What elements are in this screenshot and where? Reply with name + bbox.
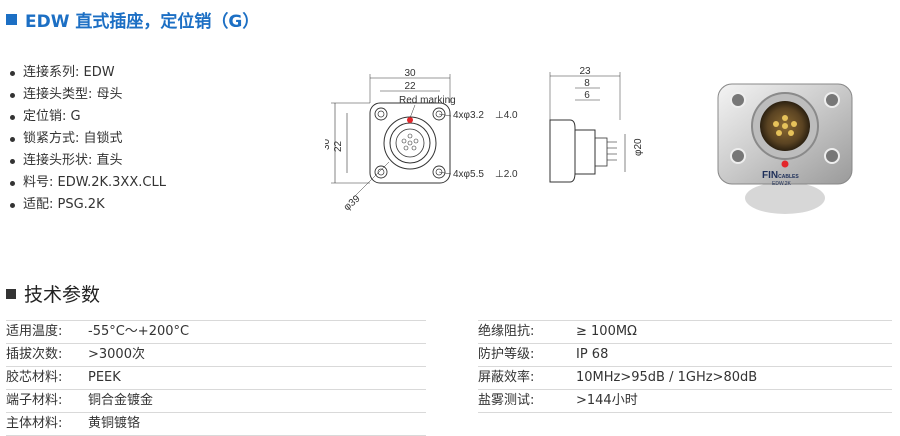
bullet-icon xyxy=(10,114,15,120)
red-marking-label: Red marking xyxy=(399,95,456,106)
connector-body xyxy=(745,182,825,214)
spec-list: 连接系列: EDW 连接头类型: 母头 定位销: G 锁紧方式: 自锁式 连接头… xyxy=(10,62,166,216)
dim-22-side: 22 xyxy=(333,140,344,152)
dim-23: 23 xyxy=(579,66,591,77)
spec-item: 适配: PSG.2K xyxy=(10,194,166,216)
heading-square-icon xyxy=(6,288,16,299)
hole-small-label: 4xφ3.2 xyxy=(453,110,484,121)
spec-item: 连接系列: EDW xyxy=(10,62,166,84)
spec-item: 连接头类型: 母头 xyxy=(10,84,166,106)
title-text: EDW 直式插座，定位销（G） xyxy=(25,11,260,32)
title-square-icon xyxy=(6,13,17,25)
table-row: 屏蔽效率:10MHz>95dB / 1GHz>80dB xyxy=(478,367,892,390)
diameter-label: φ39 xyxy=(342,193,363,213)
spec-item: 连接头形状: 直头 xyxy=(10,150,166,172)
technical-drawing: 30 22 30 22 Red marking xyxy=(325,66,644,213)
dim-8: 8 xyxy=(584,78,590,89)
red-marking-dot xyxy=(407,117,413,123)
spec-item: 锁紧方式: 自锁式 xyxy=(10,128,166,150)
table-row: 胶芯材料:PEEK xyxy=(6,367,426,390)
table-row: 插拔次数:>3000次 xyxy=(6,344,426,367)
hole-big-depth: ⊥2.0 xyxy=(495,169,518,180)
table-row: 端子材料:铜合金镀金 xyxy=(6,390,426,413)
bullet-icon xyxy=(10,180,15,186)
table-row: 适用温度:-55°C～+200°C xyxy=(6,320,426,344)
red-marking-dot xyxy=(781,160,789,168)
hole-big-label: 4xφ5.5 xyxy=(453,169,484,180)
page-title: EDW 直式插座，定位销（G） xyxy=(6,6,259,32)
tech-params-heading: 技术参数 xyxy=(6,280,100,307)
dim-6: 6 xyxy=(584,90,590,101)
bullet-icon xyxy=(10,92,15,98)
product-photo: FINCABLES EDW.2K xyxy=(717,83,853,214)
bullet-icon xyxy=(10,70,15,76)
bullet-icon xyxy=(10,202,15,208)
hole-small-depth: ⊥4.0 xyxy=(495,110,518,121)
dim-d20: φ20 xyxy=(633,138,644,156)
table-row: 防护等级:IP 68 xyxy=(478,344,892,367)
brand-logo: FINCABLES xyxy=(762,170,799,181)
table-row: 绝缘阻抗:≥ 100MΩ xyxy=(478,320,892,344)
params-table-left: 适用温度:-55°C～+200°C 插拔次数:>3000次 胶芯材料:PEEK … xyxy=(6,320,426,436)
dim-22-top: 22 xyxy=(404,81,416,92)
bullet-icon xyxy=(10,136,15,142)
table-row: 盐雾测试:>144小时 xyxy=(478,390,892,413)
table-row: 主体材料:黄铜镀铬 xyxy=(6,413,426,436)
params-table-right: 绝缘阻抗:≥ 100MΩ 防护等级:IP 68 屏蔽效率:10MHz>95dB … xyxy=(478,320,892,413)
spec-item: 定位销: G xyxy=(10,106,166,128)
spec-item: 料号: EDW.2K.3XX.CLL xyxy=(10,172,166,194)
front-view: 30 22 30 22 Red marking xyxy=(325,68,518,213)
side-view: 23 8 6 φ20 xyxy=(549,66,644,183)
dim-30-side: 30 xyxy=(325,138,332,150)
bullet-icon xyxy=(10,158,15,164)
dim-30-top: 30 xyxy=(404,68,416,79)
model-label: EDW.2K xyxy=(772,181,792,187)
